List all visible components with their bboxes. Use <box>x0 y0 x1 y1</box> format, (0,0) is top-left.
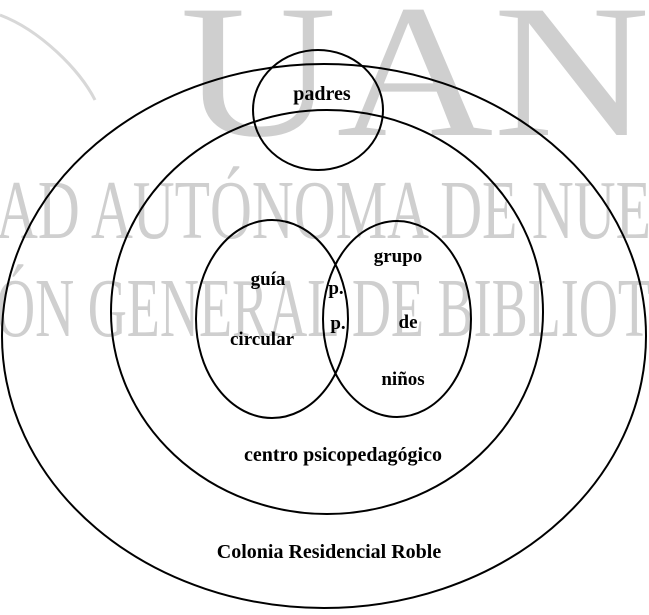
colonia-label: Colonia Residencial Roble <box>217 541 442 563</box>
group-label-line-2: de <box>399 312 418 333</box>
parents-label: padres <box>293 83 351 105</box>
pp-label-top: p. <box>328 278 343 299</box>
group-label-line-3: niños <box>381 369 424 390</box>
group-label-line-1: grupo <box>374 246 423 267</box>
parents-circle <box>252 49 384 171</box>
guide-label-line-1: guía <box>251 269 286 290</box>
watermark-line-1: UAN <box>180 0 649 177</box>
children-group-circle <box>322 220 472 418</box>
pp-label-bottom: p. <box>330 313 345 334</box>
center-label: centro psicopedagógico <box>244 444 442 466</box>
guide-label-line-2: circular <box>230 329 295 350</box>
guide-circle <box>195 219 349 419</box>
watermark-line-2: AD AUTÓNOMA DE NUE <box>0 164 649 257</box>
seal-arc-icon <box>0 13 97 101</box>
center-circle-psicopedagogico <box>110 109 544 515</box>
outer-circle-colonia <box>1 63 647 609</box>
